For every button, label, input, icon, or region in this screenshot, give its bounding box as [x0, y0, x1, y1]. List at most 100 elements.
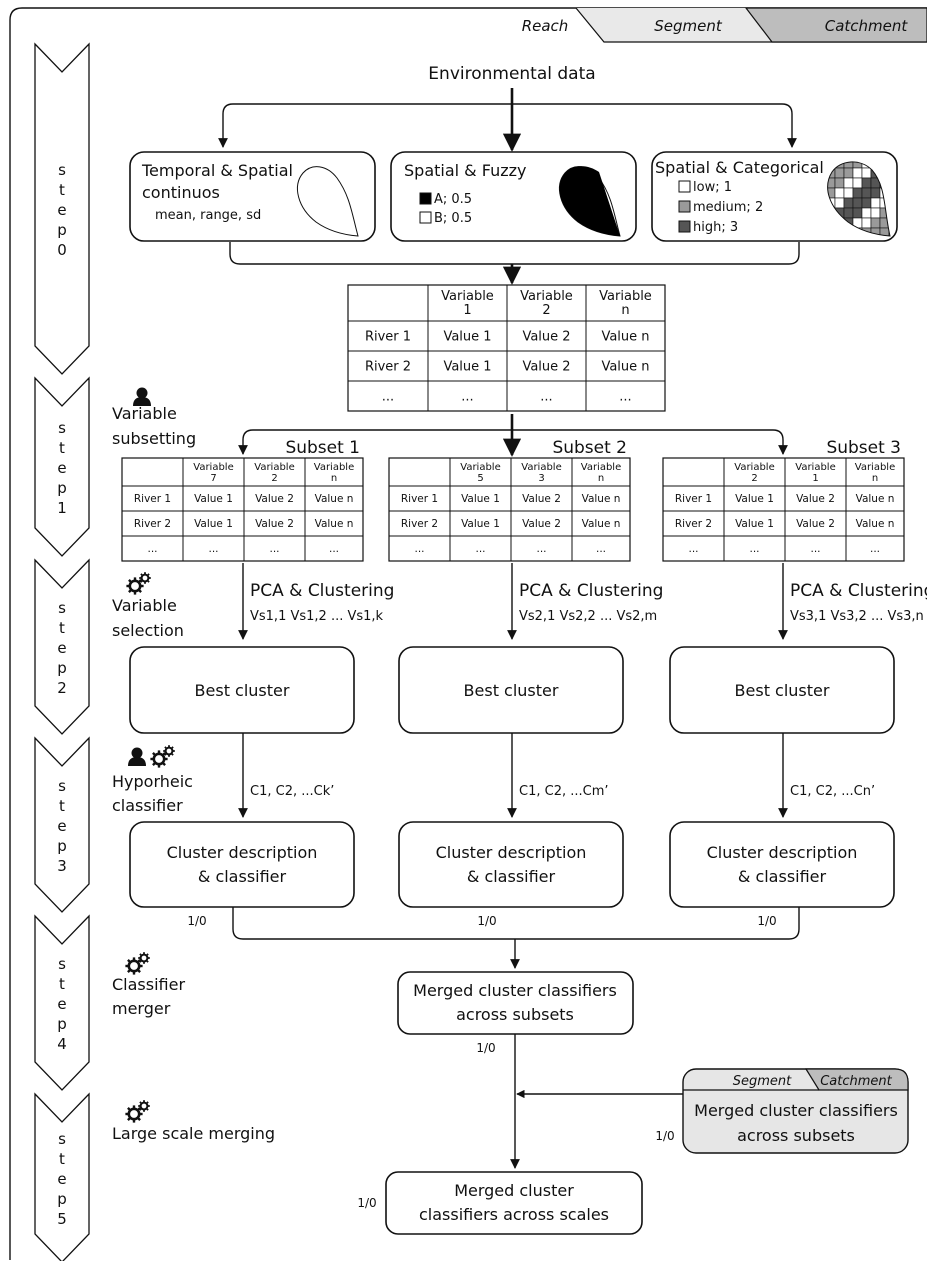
external-tab-catchment: Catchment	[820, 1074, 892, 1089]
selected-variables-label: Vs3,1 Vs3,2 ... Vs3,n	[790, 609, 924, 624]
categorical-legend-medium: medium; 2	[693, 200, 763, 215]
subset-3-cell: ...	[870, 543, 880, 555]
main-cell: River 1	[365, 330, 411, 345]
temporal-spatial-box: Temporal & Spatial continuos mean, range…	[129, 151, 376, 242]
step-1-letter: t	[59, 439, 65, 457]
tab-catchment-shape	[744, 7, 927, 43]
subset-1-cell: ...	[147, 543, 157, 555]
variable-subsetting-label-1: Variable	[112, 404, 177, 423]
spatial-categorical-box: Spatial & Categorical low; 1 medium; 2 h…	[651, 151, 898, 242]
step-3-letter: e	[57, 817, 66, 835]
large-scale-merging-label: Large scale merging	[112, 1124, 275, 1143]
main-cell: Value n	[601, 360, 649, 375]
step-1-letter: e	[57, 459, 66, 477]
best-cluster-box	[129, 646, 355, 734]
step-2-letter: e	[57, 639, 66, 657]
main-cell: Value 1	[443, 360, 491, 375]
temporal-sub: mean, range, sd	[155, 208, 261, 223]
subset-2-cell: River 1	[401, 493, 438, 505]
external-tab-segment: Segment	[733, 1074, 792, 1089]
subset-1-cell: Value 2	[255, 493, 294, 505]
subset-2-cell: Value 1	[461, 518, 500, 530]
hyporheic-classifier-label-1: Hyporheic	[112, 772, 193, 791]
merge-bracket	[229, 242, 800, 265]
main-cell: ...	[382, 390, 394, 405]
main-cell: Value 2	[522, 330, 570, 345]
classifier-merger-label-2: merger	[112, 999, 171, 1018]
classifier-merge-bracket	[232, 907, 800, 940]
step-4-letter: s	[58, 955, 66, 973]
step-1-letter: p	[57, 479, 67, 497]
subset-3-cell: Value 2	[796, 493, 835, 505]
subset-2-header-cell: Variable	[581, 462, 622, 473]
subset-2-cell: Value n	[582, 493, 621, 505]
step-4-letter: e	[57, 995, 66, 1013]
step-0-letter: 0	[57, 241, 67, 259]
cluster-description-line1: Cluster description	[707, 843, 858, 862]
main-cell: River 2	[365, 360, 411, 375]
subset-1-cell: River 1	[134, 493, 171, 505]
main-cell: ...	[619, 390, 631, 405]
subset-3-cell: Value n	[856, 518, 895, 530]
subset-2-cell: Value 2	[522, 493, 561, 505]
main-header-cell: Variable	[520, 289, 573, 304]
scale-tabs: Reach Segment Catchment	[522, 7, 927, 43]
subset-title: Subset 1	[285, 438, 360, 458]
subset-3-cell: Value 1	[735, 518, 774, 530]
pca-clustering-label: PCA & Clustering	[790, 581, 927, 601]
variable-subsetting-label-2: subsetting	[112, 429, 196, 448]
subset-1-cell: Value 1	[194, 493, 233, 505]
subset-1-cell: ...	[208, 543, 218, 555]
subset-2-cell: ...	[596, 543, 606, 555]
best-cluster-label: Best cluster	[735, 681, 830, 700]
spatial-fuzzy-box: Spatial & Fuzzy A; 0.5 B; 0.5	[390, 151, 637, 242]
subset-3-cell: Value 1	[735, 493, 774, 505]
subset-3-header-cell: 2	[751, 473, 757, 484]
classifier-merger-label-1: Classifier	[112, 975, 185, 994]
main-cell: ...	[540, 390, 552, 405]
subset-1-header-cell: 7	[210, 473, 216, 484]
subset-2-header-cell: n	[598, 473, 604, 484]
arrow-env-to-temporal	[218, 103, 512, 148]
external-line1: Merged cluster classifiers	[694, 1101, 898, 1120]
subset-columns: Subset 1Variable7Variable2VariablenRiver…	[121, 438, 927, 928]
main-header-cell: 2	[542, 303, 550, 318]
main-cell: ...	[461, 390, 473, 405]
tab-reach: Reach	[522, 17, 569, 35]
legend-swatch-a	[419, 192, 432, 205]
main-header-cell: n	[621, 303, 629, 318]
subset-3-header-cell: Variable	[795, 462, 836, 473]
cluster-description-line1: Cluster description	[436, 843, 587, 862]
subset-2-cell: Value 2	[522, 518, 561, 530]
arrow-to-subset-1	[238, 429, 512, 455]
step-0-letter: e	[57, 201, 66, 219]
classifier-binary-label: 1/0	[757, 914, 776, 928]
cluster-description-line2: & classifier	[738, 867, 827, 886]
step-3-letter: 3	[57, 857, 67, 875]
selected-variables-label: Vs1,1 Vs1,2 ... Vs1,k	[250, 609, 384, 624]
subset-3-column: Subset 3Variable2Variable1VariablenRiver…	[662, 438, 927, 928]
subset-title: Subset 2	[552, 438, 627, 458]
merged-scales-box: Merged cluster classifiers across scales	[385, 1171, 643, 1235]
tab-segment: Segment	[654, 17, 723, 35]
merged-scales-line1: Merged cluster	[454, 1181, 574, 1200]
external-bin: 1/0	[655, 1129, 674, 1143]
subset-1-cell: River 2	[134, 518, 171, 530]
merged-subsets-box: Merged cluster classifiers across subset…	[397, 971, 634, 1035]
subset-1-header-cell: Variable	[193, 462, 234, 473]
temporal-title-line1: Temporal & Spatial	[141, 161, 293, 180]
person-icon	[128, 747, 146, 766]
subset-3-header-cell: 1	[812, 473, 818, 484]
merged-scales-bin: 1/0	[357, 1196, 376, 1210]
step-4-letter: t	[59, 975, 65, 993]
subset-1-cell: Value 2	[255, 518, 294, 530]
legend-swatch-medium	[678, 200, 691, 213]
categorical-legend-low: low; 1	[693, 180, 732, 195]
